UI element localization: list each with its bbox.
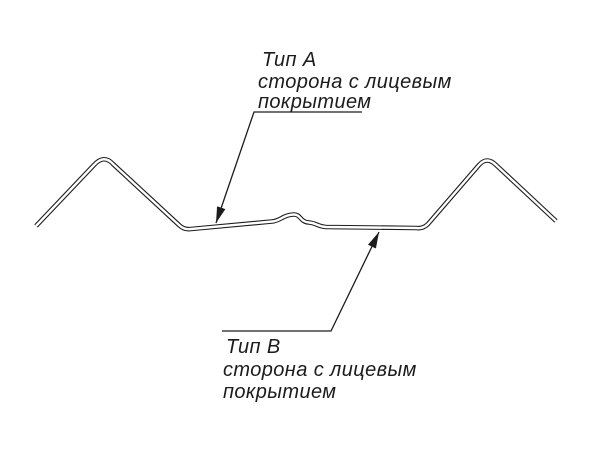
leader-line-bottom <box>222 231 380 332</box>
profile-sheet-outline <box>34 156 558 232</box>
label-type-b-title: Тип В <box>226 336 281 358</box>
leader-line-top <box>215 111 362 224</box>
profile-sheet-core <box>35 158 557 231</box>
label-type-a-line2: покрытием <box>258 91 371 113</box>
label-type-a-title: Тип А <box>262 49 317 71</box>
label-type-b-line2: покрытием <box>223 381 336 403</box>
label-type-b-line1: сторона с лицевым <box>223 359 417 381</box>
label-type-a-line1: сторона с лицевым <box>258 71 452 93</box>
